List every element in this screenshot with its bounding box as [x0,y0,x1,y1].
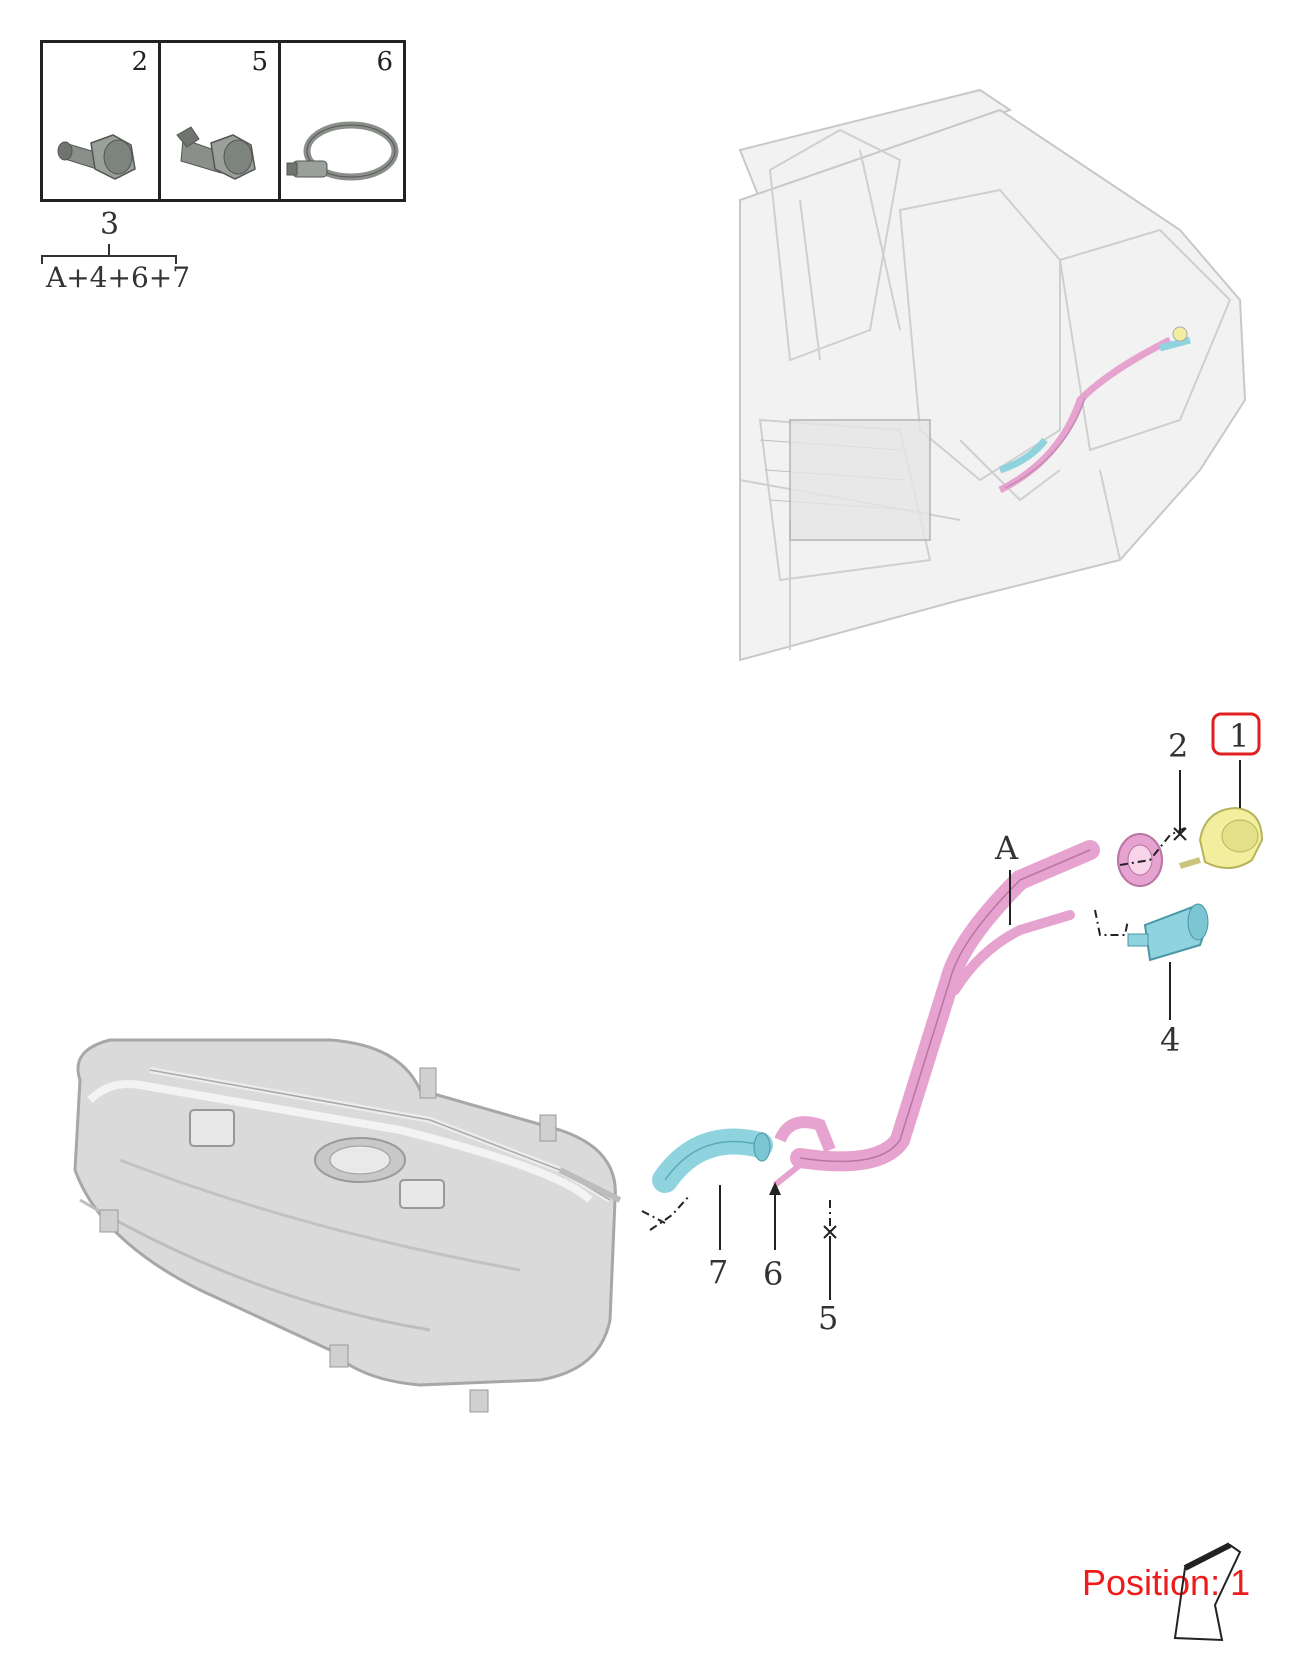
callout-7[interactable]: 7 [708,1253,729,1291]
legend-cell-bolt: 2 [43,43,161,199]
callout-5[interactable]: 5 [818,1299,839,1337]
legend-cell-clamp: 6 [281,43,403,199]
connecting-hose [652,1128,773,1193]
callout-A[interactable]: A [995,829,1019,867]
bolt-with-clip-icon [176,126,256,180]
position-label: Position: 1 [1082,1562,1251,1603]
parts-legend-box: 2 5 6 [40,40,406,202]
legend-number-2: 2 [131,47,148,77]
filler-pipe [773,833,1163,1188]
hose-clamp-icon [286,121,399,181]
callout-4[interactable]: 4 [1160,1021,1181,1059]
fuel-tank [73,1038,622,1413]
assembly-formula: A+4+6+7 [46,261,191,294]
fuel-cap [1179,806,1264,869]
legend-number-5: 5 [251,47,268,77]
assembly-number: 3 [100,207,120,242]
legend-cell-bolt-clip: 5 [161,43,281,199]
bolt-icon [57,134,136,180]
callout-6[interactable]: 6 [763,1255,784,1293]
evap-canister [1127,903,1209,962]
callout-1[interactable]: 1 [1229,717,1250,755]
selected-callout-highlight [1211,712,1261,756]
legend-number-6: 6 [376,47,393,77]
callout-2[interactable]: 2 [1168,727,1189,765]
